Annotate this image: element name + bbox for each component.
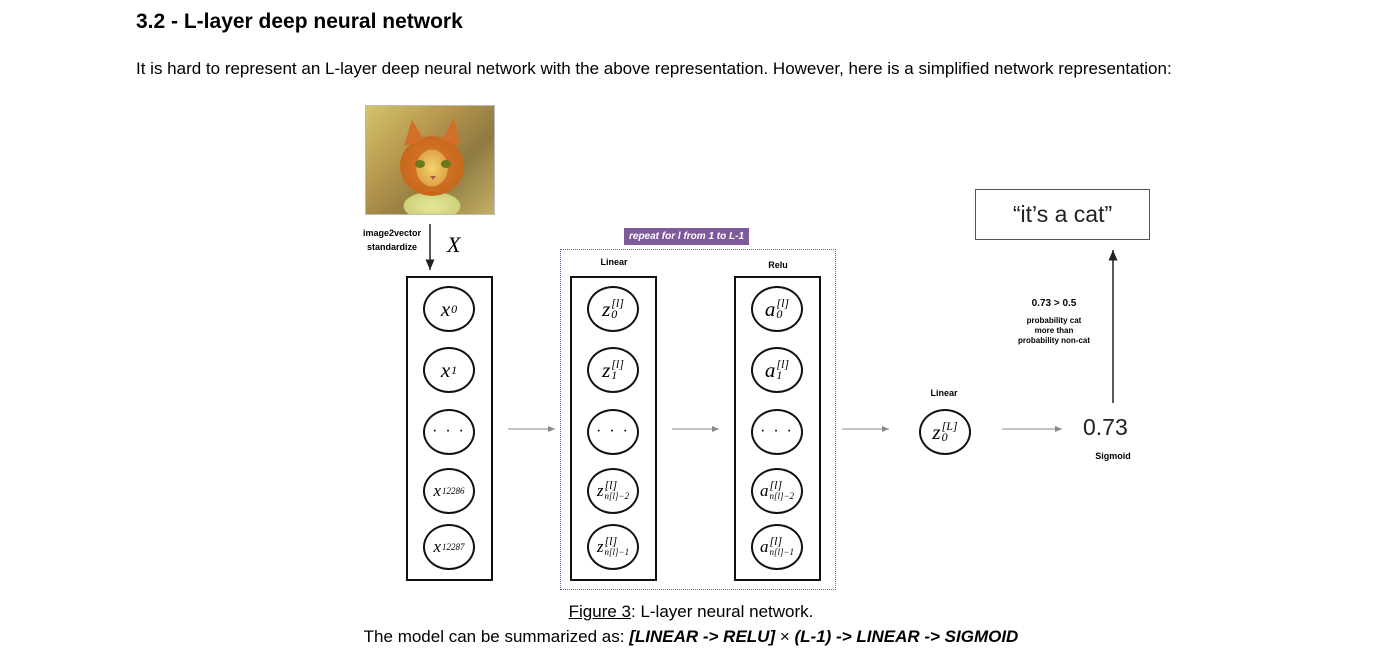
- section-heading: 3.2 - L-layer deep neural network: [136, 10, 463, 33]
- z-node-base: z: [602, 357, 611, 382]
- input-node: · · ·: [423, 409, 475, 455]
- z-node-sup: [l]: [611, 296, 624, 310]
- output-node-sub: 0: [941, 430, 948, 444]
- summary-formula-1: [LINEAR -> RELU]: [629, 627, 776, 646]
- a-node-sup: [l]: [776, 296, 790, 310]
- a-node: · · ·: [751, 409, 803, 455]
- z-node-sub: n[l]−1: [604, 547, 630, 557]
- intro-paragraph: It is hard to represent an L-layer deep …: [136, 59, 1172, 78]
- a-node-sup: [l]: [769, 534, 783, 548]
- z-node-sup: [l]: [604, 534, 618, 548]
- input-node-sub: 12287: [442, 541, 465, 552]
- figure-caption: Figure 3: L-layer neural network.: [0, 602, 1382, 622]
- a-node-sub: n[l]−1: [769, 547, 795, 557]
- z-node-sup: [l]: [611, 357, 624, 371]
- z-node: z[l]1: [587, 347, 639, 393]
- output-node-base: z: [932, 419, 941, 444]
- linear-label: Linear: [600, 257, 628, 267]
- decision-line-2: probability cat: [1026, 316, 1082, 325]
- sigmoid-label: Sigmoid: [1095, 451, 1131, 461]
- input-node-base: · · ·: [432, 423, 466, 440]
- z-node-base: z: [596, 481, 604, 500]
- a-node: a[l]n[l]−2: [751, 468, 803, 514]
- z-node-base: z: [596, 537, 604, 556]
- repeat-banner: repeat for l from 1 to L-1: [624, 228, 750, 245]
- decision-line-3: more than: [1034, 326, 1074, 335]
- a-node-base: a: [764, 357, 776, 382]
- z-node: z[l]n[l]−2: [587, 468, 639, 514]
- a-node-sub: 1: [776, 368, 783, 382]
- summary-prefix: The model can be summarized as:: [363, 627, 630, 646]
- z-node: z[l]n[l]−1: [587, 524, 639, 570]
- z-node-sub: n[l]−2: [604, 491, 630, 501]
- figure-text: : L-layer neural network.: [631, 602, 814, 621]
- input-node-base: x: [433, 537, 442, 556]
- input-node-base: x: [433, 481, 442, 500]
- figure-link[interactable]: Figure 3: [568, 602, 631, 621]
- summary-times: ×: [775, 627, 795, 646]
- z-node-base: · · ·: [596, 423, 630, 440]
- image2vector-label: image2vector: [362, 228, 422, 238]
- z-node: z[l]0: [587, 286, 639, 332]
- output-linear-label: Linear: [930, 388, 958, 398]
- z-node-sub: 1: [611, 368, 618, 382]
- a-node: a[l]0: [751, 286, 803, 332]
- input-node-sub: 0: [451, 301, 458, 316]
- a-node-base: a: [759, 481, 769, 500]
- output-value: 0.73: [1083, 414, 1128, 440]
- a-node-sub: 0: [776, 307, 783, 321]
- input-node-base: x: [440, 357, 451, 382]
- a-node-sub: n[l]−2: [769, 491, 795, 501]
- a-node-sup: [l]: [776, 357, 790, 371]
- z-node-sup: [l]: [604, 478, 618, 492]
- a-node-base: a: [764, 296, 776, 321]
- z-node-base: z: [602, 296, 611, 321]
- decision-line-4: probability non-cat: [1018, 336, 1090, 345]
- repeat-region: [560, 249, 836, 590]
- input-node-base: x: [440, 296, 451, 321]
- z-node-sub: 0: [611, 307, 618, 321]
- a-node-sup: [l]: [769, 478, 783, 492]
- summary-formula-2: (L-1) -> LINEAR -> SIGMOID: [794, 627, 1019, 646]
- input-node-sub: 1: [451, 362, 458, 377]
- a-node: a[l]1: [751, 347, 803, 393]
- summary-caption: The model can be summarized as: [LINEAR …: [0, 627, 1382, 647]
- a-node-base: a: [759, 537, 769, 556]
- standardize-label: standardize: [366, 242, 417, 252]
- cat-image: [365, 105, 495, 215]
- a-node: a[l]n[l]−1: [751, 524, 803, 570]
- input-node-sub: 12286: [442, 485, 465, 496]
- decision-rule: 0.73 > 0.5: [1031, 298, 1077, 309]
- output-node: z[L]0: [919, 409, 971, 455]
- relu-label: Relu: [768, 260, 788, 270]
- a-node-base: · · ·: [760, 423, 794, 440]
- z-node: · · ·: [587, 409, 639, 455]
- output-node-sup: [L]: [941, 419, 958, 433]
- result-box: “it’s a cat”: [975, 189, 1150, 240]
- input-variable-x: X: [447, 232, 461, 257]
